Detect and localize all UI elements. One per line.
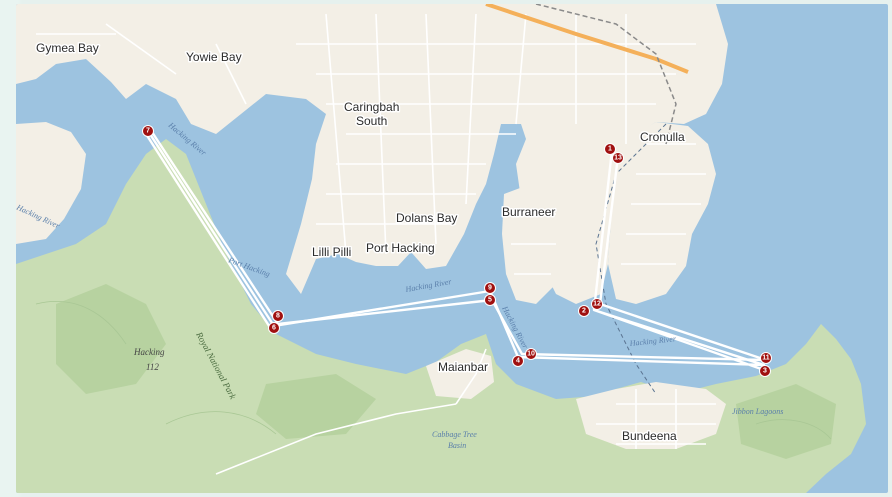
- waypoint-13[interactable]: 13: [612, 152, 624, 164]
- place-gymea-bay: Gymea Bay: [36, 41, 99, 55]
- land-bundeena: [576, 382, 726, 449]
- svg-text:2: 2: [582, 308, 586, 315]
- waypoint-4[interactable]: 4: [512, 355, 524, 367]
- place-burraneer: Burraneer: [502, 205, 555, 219]
- park-patch-3: [736, 384, 836, 459]
- map-canvas[interactable]: Gymea Bay Yowie Bay Caringbah South Cron…: [16, 4, 888, 493]
- waypoint-6[interactable]: 6: [268, 322, 280, 334]
- waypoint-9[interactable]: 9: [484, 282, 496, 294]
- svg-text:4: 4: [516, 358, 520, 365]
- place-lilli-pilli: Lilli Pilli: [312, 245, 351, 259]
- place-dolans-bay: Dolans Bay: [396, 211, 457, 225]
- svg-text:13: 13: [614, 155, 622, 162]
- park-patch-1: [56, 284, 166, 394]
- place-cronulla: Cronulla: [640, 130, 685, 144]
- park-patch-2: [256, 374, 376, 439]
- place-port-hacking: Port Hacking: [366, 241, 435, 255]
- svg-text:1: 1: [608, 146, 612, 153]
- railway: [535, 4, 677, 145]
- land-cronulla: [608, 122, 716, 304]
- place-bundeena: Bundeena: [622, 429, 677, 443]
- land-burraneer: [502, 182, 561, 304]
- hill-label-elevation: 112: [146, 362, 159, 372]
- waypoint-11[interactable]: 11: [760, 352, 772, 364]
- waypoint-10[interactable]: 10: [525, 348, 537, 360]
- svg-text:3: 3: [763, 368, 767, 375]
- waypoint-8[interactable]: 8: [272, 310, 284, 322]
- water-label-jibbon-lagoons: Jibbon Lagoons: [732, 407, 783, 416]
- map-view[interactable]: Gymea Bay Yowie Bay Caringbah South Cron…: [16, 4, 888, 493]
- waypoint-7[interactable]: 7: [142, 125, 154, 137]
- land-west-peninsula: [16, 122, 86, 244]
- svg-text:11: 11: [762, 355, 770, 362]
- waypoint-3[interactable]: 3: [759, 365, 771, 377]
- main-road: [485, 4, 689, 74]
- place-yowie-bay: Yowie Bay: [186, 50, 242, 64]
- svg-text:8: 8: [276, 313, 280, 320]
- hill-label-hacking: Hacking: [133, 347, 165, 357]
- land-yowie-peninsula: [181, 29, 256, 122]
- place-caringbah: Caringbah: [344, 100, 399, 114]
- svg-text:10: 10: [527, 351, 535, 358]
- svg-text:9: 9: [488, 285, 492, 292]
- svg-text:5: 5: [488, 297, 492, 304]
- waypoint-12[interactable]: 12: [591, 298, 603, 310]
- water-label-cabbage-tree: Cabbage Tree: [432, 430, 477, 439]
- waypoint-2[interactable]: 2: [578, 305, 590, 317]
- waypoint-1[interactable]: 1: [604, 143, 616, 155]
- place-caringbah-south: South: [356, 114, 387, 128]
- svg-text:12: 12: [593, 301, 601, 308]
- water-label-basin: Basin: [448, 441, 466, 450]
- road-network-south: [215, 348, 716, 475]
- ferry-route: [595, 123, 667, 395]
- place-maianbar: Maianbar: [438, 360, 488, 374]
- svg-text:6: 6: [272, 325, 276, 332]
- road-network-north: [36, 13, 706, 275]
- contour-lines: [35, 301, 832, 440]
- waypoint-5[interactable]: 5: [484, 294, 496, 306]
- land-maianbar: [426, 349, 494, 399]
- svg-text:7: 7: [146, 128, 150, 135]
